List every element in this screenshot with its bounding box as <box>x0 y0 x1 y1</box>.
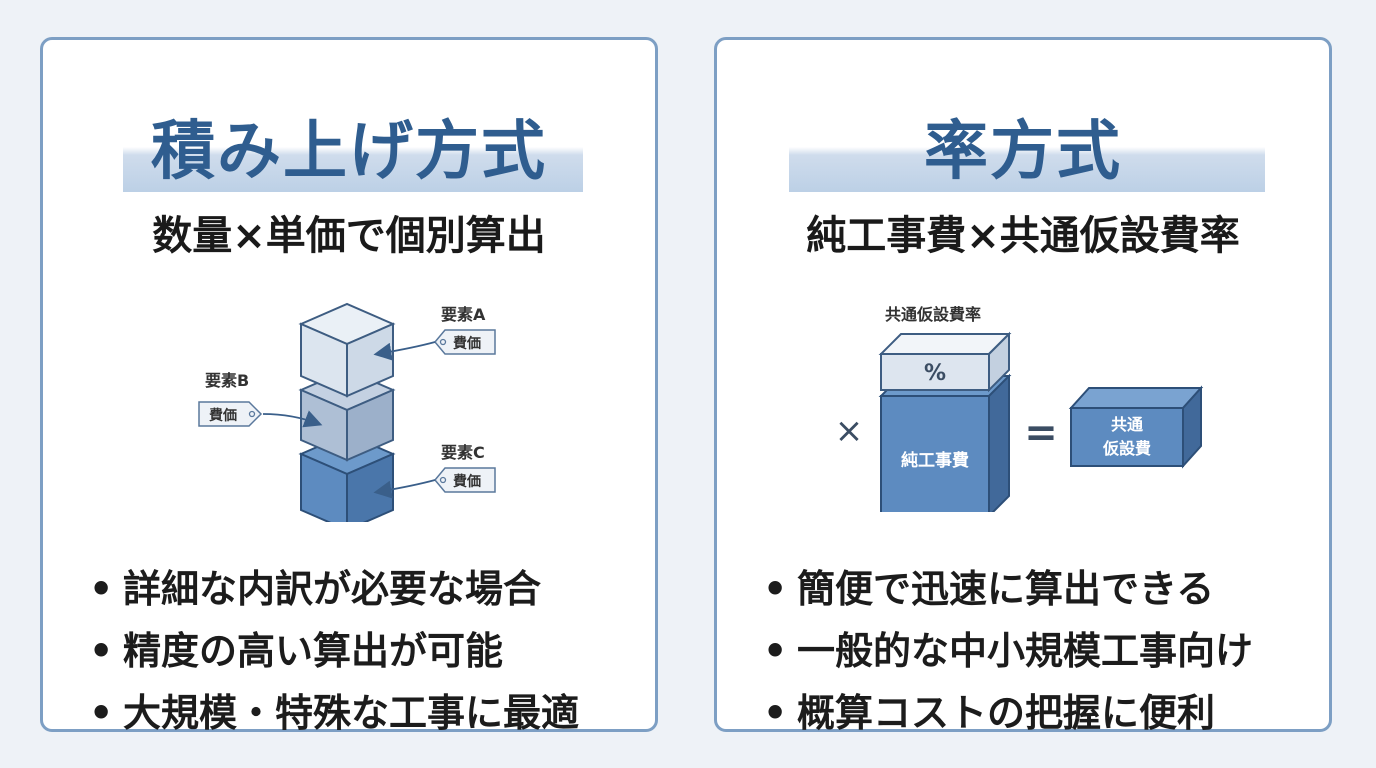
bullet-item: •簡便で迅速に算出できる <box>763 558 1253 620</box>
title-highlight-band <box>789 110 1265 192</box>
element-a-label: 要素A <box>441 305 486 324</box>
rate-label: 共通仮設費率 <box>885 305 981 324</box>
bullet-text: 精度の高い算出が可能 <box>123 629 504 673</box>
rate-formula-diagram: 共通仮設費率 × 純工事費 % = 共通 仮設費 <box>835 305 1204 512</box>
element-c-label: 要素C <box>441 443 485 462</box>
panel-title: 積み上げ方式 <box>151 115 547 189</box>
element-b-label: 要素B <box>205 371 249 390</box>
bullet-item: •概算コストの把握に便利 <box>763 682 1253 744</box>
bullet-dot: • <box>89 691 114 735</box>
arrow-to-block-a <box>373 341 436 361</box>
bullet-dot: • <box>763 691 788 735</box>
result-label-line2: 仮設費 <box>1102 439 1151 458</box>
bullet-item: •一般的な中小規模工事向け <box>763 620 1253 682</box>
result-label-line1: 共通 <box>1111 415 1143 434</box>
base-cost-label: 純工事費 <box>901 450 969 471</box>
arrow-to-block-c <box>373 479 436 499</box>
stacking-method-panel: 積み上げ方式 数量×単価で個別算出 要素A <box>40 37 658 735</box>
arrow-to-block-b <box>262 410 323 428</box>
bullet-item: •精度の高い算出が可能 <box>89 620 579 682</box>
result-block: 共通 仮設費 <box>1068 385 1204 469</box>
bullet-text: 一般的な中小規模工事向け <box>797 629 1254 673</box>
price-tag-a: 費価 <box>434 329 496 355</box>
multiply-symbol: × <box>835 411 864 451</box>
panel-subtitle: 数量×単価で個別算出 <box>152 213 546 259</box>
title-highlight-band <box>123 110 583 192</box>
bullet-dot: • <box>763 629 788 673</box>
base-cost-block: 純工事費 <box>878 373 1012 512</box>
price-tag-b-text: 費価 <box>209 407 237 424</box>
bullet-text: 簡便で迅速に算出できる <box>797 567 1215 611</box>
bullet-text: 概算コストの把握に便利 <box>797 691 1216 735</box>
rate-method-panel: 率方式 純工事費×共通仮設費率 共通仮設費率 × 純工事費 % = 共通 <box>714 37 1332 735</box>
bullet-item: •大規模・特殊な工事に最適 <box>89 682 579 744</box>
bullet-dot: • <box>763 567 788 611</box>
percent-symbol: % <box>924 361 946 386</box>
stacked-blocks-diagram: 要素A 費価 要素B 費価 要素C 費価 <box>198 302 496 522</box>
rate-percent-slab: % <box>878 331 1012 393</box>
price-tag-c: 費価 <box>434 467 496 493</box>
price-tag-b: 費価 <box>198 401 263 427</box>
bullet-item: •詳細な内訳が必要な場合 <box>89 558 579 620</box>
panel-title: 率方式 <box>924 115 1122 189</box>
panel-subtitle: 純工事費×共通仮設費率 <box>806 213 1240 259</box>
price-tag-a-text: 費価 <box>453 335 481 352</box>
block-a <box>298 302 396 398</box>
equals-symbol: = <box>1024 410 1058 456</box>
bullet-dot: • <box>89 567 114 611</box>
bullet-list: •簡便で迅速に算出できる •一般的な中小規模工事向け •概算コストの把握に便利 <box>763 558 1253 744</box>
bullet-list: •詳細な内訳が必要な場合 •精度の高い算出が可能 •大規模・特殊な工事に最適 <box>89 558 579 744</box>
bullet-dot: • <box>89 629 114 673</box>
bullet-text: 大規模・特殊な工事に最適 <box>123 691 580 735</box>
price-tag-c-text: 費価 <box>453 473 481 490</box>
bullet-text: 詳細な内訳が必要な場合 <box>123 567 542 611</box>
